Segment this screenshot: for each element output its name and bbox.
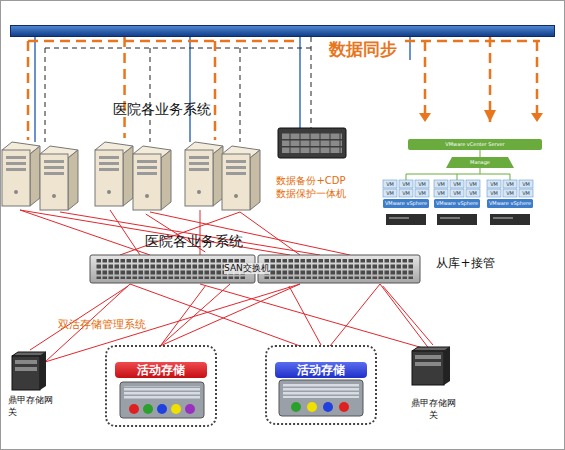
gateway-top <box>412 347 450 351</box>
switch-ports <box>264 259 414 279</box>
status-dot <box>129 404 139 414</box>
vsphere-host <box>434 180 480 225</box>
status-dot <box>323 402 333 412</box>
vcenter-bar <box>408 139 542 150</box>
gateway-label: 鼎甲存储网关 <box>409 397 457 421</box>
connector <box>311 37 312 128</box>
gateway-device <box>412 351 444 385</box>
vm-label: VM <box>415 189 429 197</box>
switch-chassis <box>258 255 420 283</box>
fc-wire <box>45 284 430 362</box>
connector <box>123 37 126 138</box>
manage-label: Manage <box>446 157 514 168</box>
dashed-link <box>45 48 311 142</box>
vm-label: VM <box>450 189 464 197</box>
vm-label: VM <box>399 180 413 188</box>
server <box>95 142 133 206</box>
status-dot <box>143 404 153 414</box>
vm-label: VM <box>383 180 397 188</box>
vm-label: VM <box>519 180 533 188</box>
manage-block <box>446 157 514 168</box>
gateway-device <box>12 356 40 390</box>
network-bus: 数据同步 <box>10 25 555 37</box>
gateway-panel <box>415 355 441 359</box>
vm-label: VM <box>415 180 429 188</box>
vm-label: VM <box>399 189 413 197</box>
storage-array: 活动存储 <box>105 345 217 427</box>
array-disks <box>283 384 359 398</box>
array-disks <box>124 386 200 400</box>
sync-arrow-head <box>419 113 543 122</box>
vm-label: VM <box>383 189 397 197</box>
network-drop <box>35 36 410 142</box>
vm-label: VM <box>466 189 480 197</box>
storage-banner: 活动存储 <box>115 362 207 378</box>
backup-device <box>278 128 346 158</box>
status-dot <box>185 404 195 414</box>
hypervisor-label: VMware vSphere <box>487 199 533 208</box>
status-dot <box>157 404 167 414</box>
connector <box>289 286 321 345</box>
server <box>40 146 78 210</box>
connector <box>161 286 205 345</box>
hypervisor-label: VMware vSphere <box>383 199 429 208</box>
status-dot <box>307 402 317 412</box>
vm-label: VM <box>434 180 448 188</box>
vm-label: VM <box>466 180 480 188</box>
storage-gateway: 鼎甲存储网关 <box>405 345 461 423</box>
array-chassis <box>279 380 363 416</box>
sync-arrow-shaft <box>425 41 537 114</box>
connector <box>383 286 433 345</box>
gateway-top <box>12 352 46 356</box>
gateway-side <box>444 347 450 385</box>
gateway-side <box>40 352 46 390</box>
status-dot <box>339 402 349 412</box>
server <box>222 146 260 210</box>
server <box>2 142 40 206</box>
switch-label: SAN交换机 <box>224 263 270 274</box>
connector <box>489 37 492 122</box>
gateway-label: 鼎甲存储网关 <box>8 394 56 418</box>
manage-link <box>406 150 510 180</box>
hypervisor-label: VMware vSphere <box>434 199 480 208</box>
vm-label: VM <box>503 180 517 188</box>
vcenter-label: VMware vCenter Server <box>408 139 542 150</box>
storage-banner: 活动存储 <box>275 362 367 378</box>
array-chassis <box>120 382 204 418</box>
server <box>133 146 171 210</box>
vm-label: VM <box>487 180 501 188</box>
system-label: 双活存储管理系统 <box>58 317 146 332</box>
sync-label: 数据同步 <box>329 38 397 61</box>
gateway-panel <box>415 362 441 366</box>
sync-line <box>28 41 540 140</box>
section-label: 医院各业务系统 <box>145 233 243 251</box>
storage-gateway: 鼎甲存储网关 <box>4 350 56 428</box>
server-group: 医院各业务系统 <box>0 138 265 214</box>
vm-label: VM <box>434 189 448 197</box>
gateway-panel <box>15 360 37 364</box>
vm-label: VM <box>450 180 464 188</box>
storage-array: 活动存储 <box>265 345 377 425</box>
cluster-label: 从库+接管 <box>378 255 553 272</box>
vm-label: VM <box>503 189 517 197</box>
vm-label: VM <box>519 189 533 197</box>
backup-bays <box>282 132 342 153</box>
group-heading: 医院各业务系统 <box>87 101 237 119</box>
gateway-panel <box>15 367 37 371</box>
device-label: 数据备份+CDP数据保护一体机 <box>272 128 350 200</box>
vsphere-host <box>383 180 429 225</box>
vm-label: VM <box>487 189 501 197</box>
status-dot <box>291 402 301 412</box>
vsphere-host <box>487 180 533 225</box>
server <box>185 142 223 206</box>
san-switch: SAN交换机 <box>88 252 423 286</box>
backup-appliance: 数据备份+CDP数据保护一体机 <box>272 128 350 204</box>
status-dot <box>171 404 181 414</box>
fc-wire <box>20 210 350 255</box>
